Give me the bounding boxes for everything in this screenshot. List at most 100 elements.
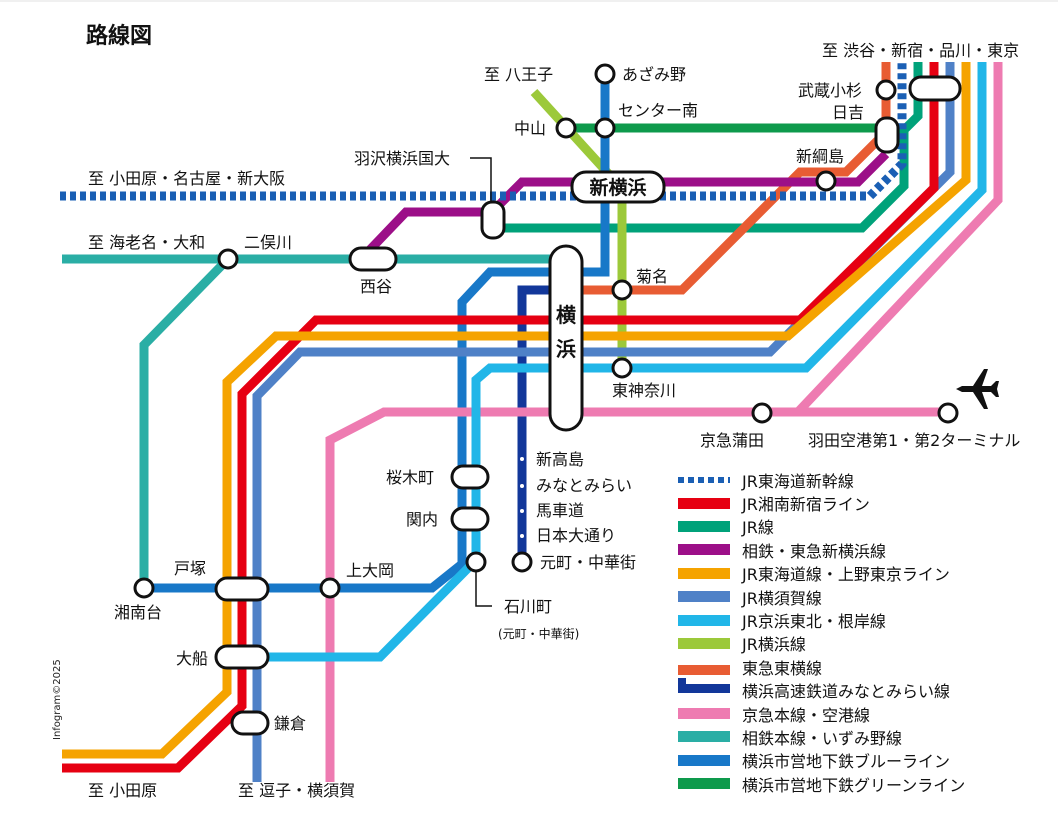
legend-label: JR線 <box>742 518 774 538</box>
legend-label: 京急本線・空港線 <box>742 705 871 725</box>
station-haneda-marker[interactable] <box>937 402 959 424</box>
label-shonandai: 湘南台 <box>114 603 162 622</box>
sotetsu-tokyu-shinyokohama-line <box>358 150 890 262</box>
label-haneda: 羽田空港第1・第2ターミナル <box>808 431 1020 450</box>
legend-swatch <box>678 476 730 483</box>
copyright: Infogram©2025 <box>52 659 63 740</box>
label-kikuna: 菊名 <box>636 267 668 286</box>
station-kamakura-marker[interactable] <box>230 710 270 736</box>
dest-odawara-shin: 至 小田原・名古屋・新大阪 <box>88 169 285 188</box>
station-motomachi-marker[interactable] <box>511 551 533 573</box>
jr-yokosuka-line <box>252 62 955 782</box>
station-center-minami-marker[interactable] <box>594 117 616 139</box>
station-yokohama-marker[interactable] <box>548 244 584 432</box>
station-shintsunashima-marker[interactable] <box>815 170 837 192</box>
legend-swatch <box>678 778 730 790</box>
legend-item: 横浜市営地下鉄ブルーライン <box>678 749 965 772</box>
label-center-minami: センター南 <box>618 101 698 120</box>
label-shintakashima: 新高島 <box>536 450 584 469</box>
station-keikyu-kamata-marker[interactable] <box>751 402 773 424</box>
station-musashikosugi-capsule[interactable] <box>908 75 962 102</box>
label-motomachi: 元町・中華街 <box>540 553 636 572</box>
label-kannai: 関内 <box>406 510 438 529</box>
station-futamatagawa-marker[interactable] <box>217 248 239 270</box>
legend-swatch <box>678 520 730 532</box>
dest-odawara: 至 小田原 <box>88 781 157 800</box>
station-kannai-marker[interactable] <box>450 506 490 532</box>
station-azamino-marker[interactable] <box>594 63 616 85</box>
station-sakuragicho-marker[interactable] <box>450 464 490 490</box>
label-musashikosugi: 武蔵小杉 <box>798 81 862 100</box>
station-hiyoshi-marker[interactable] <box>874 116 900 154</box>
minatomirai-station-dots <box>520 457 524 538</box>
hazawa-leader <box>470 157 492 202</box>
station-musashikosugi-marker[interactable] <box>875 79 897 101</box>
station-totsuka-marker[interactable] <box>214 576 270 602</box>
label-hiyoshi: 日吉 <box>832 103 864 122</box>
shinkansen-line <box>60 62 907 201</box>
station-hazawa-marker[interactable] <box>480 200 506 240</box>
legend-label: JR東海道線・上野東京ライン <box>742 565 950 585</box>
legend-label: 相鉄・東急新横浜線 <box>742 541 887 561</box>
keihin-tohoku-negishi-line <box>232 62 987 662</box>
station-nakayama-marker[interactable] <box>555 117 577 139</box>
label-sakuragicho: 桜木町 <box>386 468 434 487</box>
label-futamatagawa: 二俣川 <box>244 233 292 252</box>
legend-label: 横浜市営地下鉄グリーンライン <box>742 775 966 795</box>
ishikawacho-leader <box>475 571 492 607</box>
label-ofuna: 大船 <box>176 649 208 668</box>
legend-swatch <box>678 754 730 766</box>
legend-item: 京急本線・空港線 <box>678 702 965 725</box>
airplane-icon <box>956 369 999 409</box>
sotetsu-main-izumino-line <box>62 254 550 588</box>
station-kamiooka-marker[interactable] <box>319 577 341 599</box>
station-shonandai-marker[interactable] <box>133 577 155 599</box>
station-ishikawacho-marker[interactable] <box>465 551 487 573</box>
legend-swatch <box>678 637 730 649</box>
label-totsuka: 戸塚 <box>174 559 206 578</box>
station-higashikanagawa-marker[interactable] <box>611 357 633 379</box>
label-keikyu-kamata: 京急蒲田 <box>700 431 764 450</box>
dest-zushi: 至 逗子・横須賀 <box>238 781 355 800</box>
legend-item: 横浜市営地下鉄グリーンライン <box>678 772 965 795</box>
legend-swatch <box>678 731 730 743</box>
blue-line <box>144 74 610 593</box>
legend-swatch <box>678 497 730 509</box>
label-nishiya: 西谷 <box>360 277 392 296</box>
legend-swatch <box>678 567 730 579</box>
legend-swatch <box>678 591 730 603</box>
legend-item: 相鉄・東急新横浜線 <box>678 538 965 561</box>
station-kikuna-marker[interactable] <box>611 279 633 301</box>
legend-item: JR横浜線 <box>678 632 965 655</box>
legend-label: JR東海道新幹線 <box>742 471 854 491</box>
keikyu-line <box>325 62 1003 782</box>
legend-label: 相鉄本線・いずみ野線 <box>742 729 903 748</box>
tokaido-line <box>62 62 971 759</box>
station-shinyokohama-marker[interactable] <box>570 170 666 204</box>
label-kamiooka: 上大岡 <box>346 561 394 580</box>
label-nihon-odori: 日本大通り <box>536 526 616 545</box>
legend-label: JR横浜線 <box>742 635 806 655</box>
legend-item: 東急東横線 <box>678 655 965 678</box>
legend-label: 横浜市営地下鉄ブルーライン <box>742 752 951 772</box>
legend-swatch <box>678 677 730 693</box>
label-ishikawacho-sub: (元町・中華街) <box>498 626 579 641</box>
dest-hachioji: 至 八王子 <box>484 65 553 84</box>
dest-ebina: 至 海老名・大和 <box>88 233 205 252</box>
legend-label: JR横須賀線 <box>742 588 822 608</box>
label-azamino: あざみ野 <box>622 65 686 84</box>
legend-swatch <box>678 708 730 720</box>
label-shintsunashima: 新綱島 <box>796 147 844 166</box>
legend-item: JR湘南新宿ライン <box>678 491 965 514</box>
label-hazawa: 羽沢横浜国大 <box>354 149 450 168</box>
label-yokohama-2: 浜 <box>556 337 576 361</box>
legend-item: JR横須賀線 <box>678 585 965 608</box>
label-bashamichi: 馬車道 <box>536 501 584 520</box>
legend-item: JR東海道新幹線 <box>678 468 965 491</box>
station-nishiya-marker[interactable] <box>348 246 398 272</box>
legend-label: JR京浜東北・根岸線 <box>742 612 886 632</box>
label-yokohama-1: 横 <box>556 303 577 327</box>
station-ofuna-marker[interactable] <box>214 644 270 670</box>
